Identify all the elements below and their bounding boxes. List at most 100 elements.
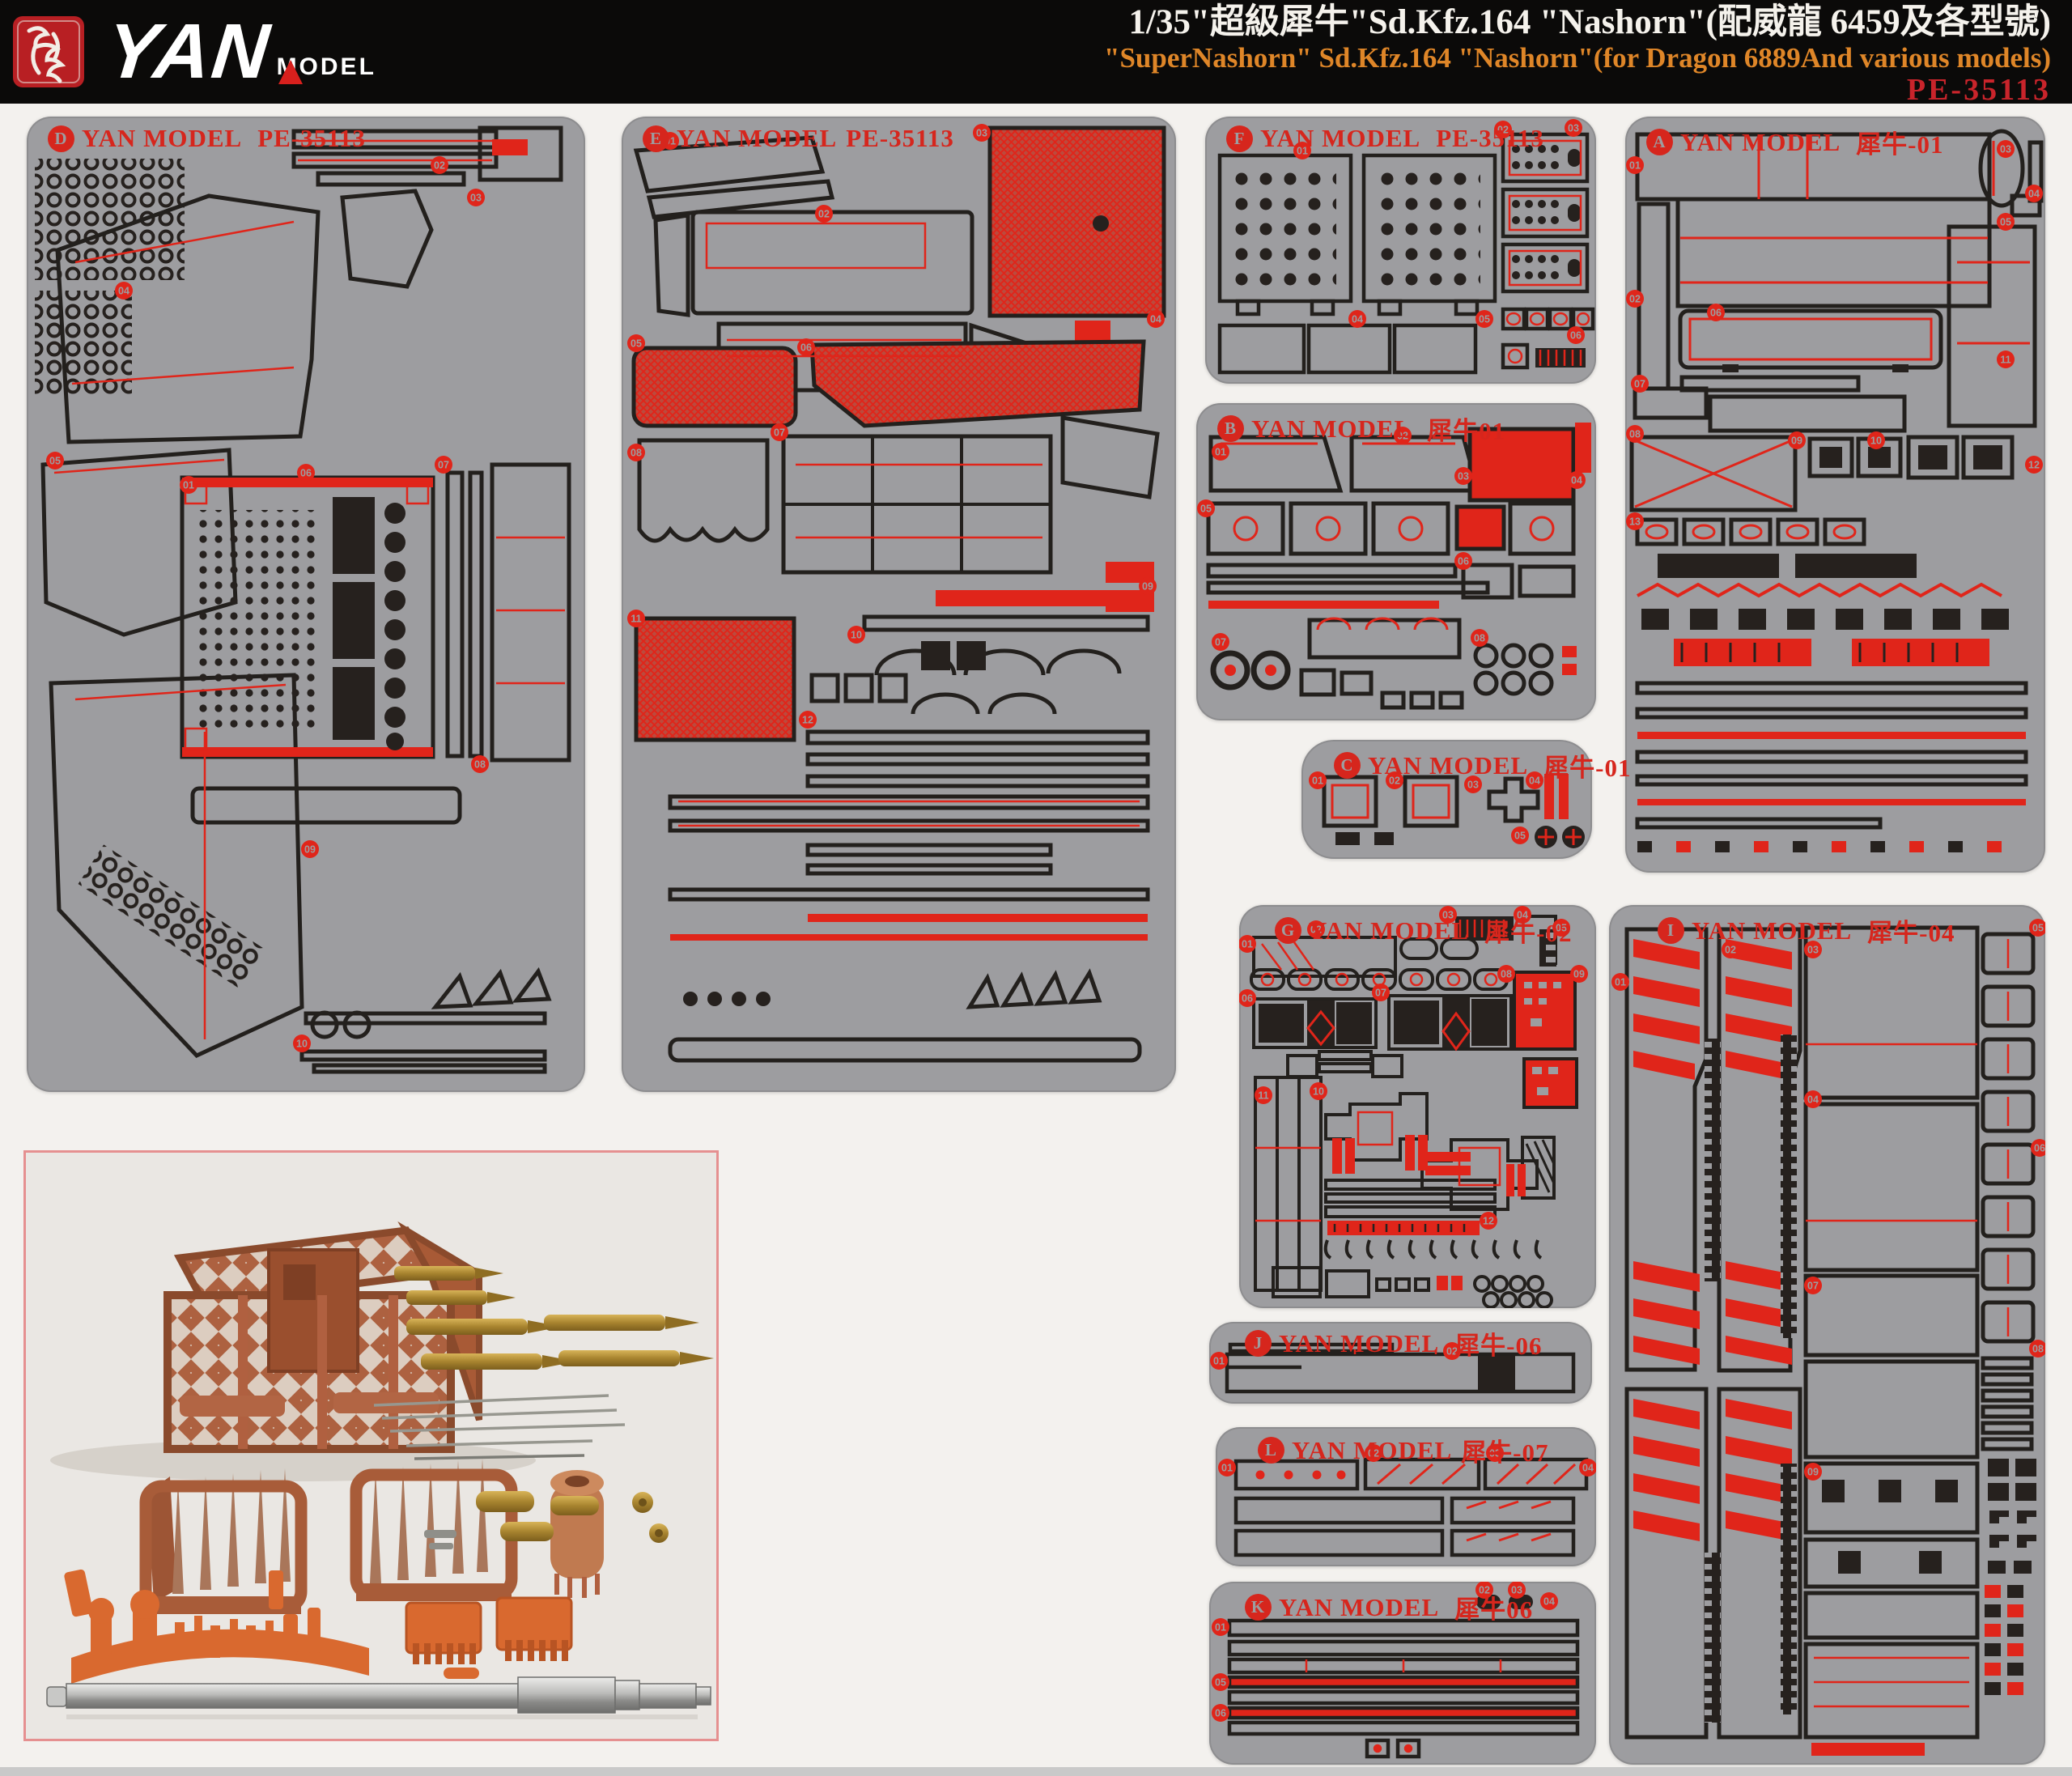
- svg-text:08: 08: [1629, 429, 1641, 440]
- svg-text:09: 09: [1807, 1467, 1819, 1478]
- svg-text:02: 02: [818, 209, 830, 220]
- resin-ammo-crate-left: [139, 1468, 308, 1614]
- svg-text:02: 02: [1446, 1346, 1458, 1357]
- svg-text:06: 06: [800, 342, 812, 354]
- fret-b-letter-badge: B: [1217, 415, 1244, 442]
- brass-tubes: [424, 1491, 669, 1549]
- fret-g-code: 犀牛-02: [1484, 919, 1573, 947]
- fret-i-letter-badge: I: [1658, 917, 1684, 944]
- fret-j-artwork: 01 02: [1210, 1342, 1576, 1394]
- fret-l-label: YAN MODEL: [1292, 1435, 1453, 1464]
- red-seal-icon: [13, 16, 84, 87]
- svg-text:02: 02: [1629, 294, 1641, 305]
- fret-f-code: PE-35113: [1436, 124, 1544, 152]
- svg-text:02: 02: [1479, 1585, 1490, 1596]
- fret-f-letter-badge: F: [1226, 125, 1253, 152]
- svg-text:03: 03: [1511, 1585, 1522, 1596]
- svg-text:03: 03: [1489, 1448, 1501, 1459]
- svg-text:05: 05: [2000, 217, 2011, 228]
- svg-text:06: 06: [1458, 556, 1469, 567]
- svg-text:04: 04: [2028, 189, 2040, 200]
- svg-text:03: 03: [470, 193, 482, 204]
- svg-text:10: 10: [1870, 436, 1882, 447]
- orange-sprue-parts: [64, 1569, 573, 1684]
- svg-text:03: 03: [976, 128, 987, 139]
- svg-text:04: 04: [1582, 1463, 1594, 1474]
- svg-text:02: 02: [1389, 775, 1400, 787]
- svg-text:08: 08: [474, 759, 486, 771]
- fret-l-letter-badge: L: [1258, 1437, 1284, 1464]
- brass-cartridges: [394, 1266, 714, 1370]
- svg-text:06: 06: [2034, 1143, 2045, 1154]
- svg-text:10: 10: [851, 630, 862, 641]
- svg-text:06: 06: [1710, 308, 1722, 319]
- svg-text:02: 02: [1397, 431, 1408, 442]
- svg-text:05: 05: [1215, 1677, 1226, 1689]
- brand-logo: YAN MODEL: [11, 8, 376, 95]
- svg-text:12: 12: [1483, 1216, 1494, 1227]
- svg-text:03: 03: [1458, 471, 1469, 482]
- fret-d-panel: D YAN MODEL PE-35113: [27, 117, 585, 1092]
- svg-text:02: 02: [1725, 945, 1736, 956]
- fret-d-code: PE-35113: [257, 124, 366, 152]
- svg-text:06: 06: [1242, 993, 1253, 1005]
- svg-text:10: 10: [1313, 1086, 1324, 1098]
- kit-title-english: "SuperNashorn" Sd.Kfz.164 "Nashorn"(for …: [1104, 42, 2051, 74]
- fret-k-letter-badge: K: [1245, 1594, 1272, 1621]
- fret-i-header: I YAN MODEL 犀牛-04: [1658, 912, 1955, 949]
- product-photo-artwork: [26, 1153, 716, 1739]
- svg-text:07: 07: [438, 460, 449, 471]
- svg-text:06: 06: [1215, 1708, 1226, 1719]
- fret-j-label: YAN MODEL: [1279, 1328, 1440, 1357]
- fret-a-label: YAN MODEL: [1680, 127, 1841, 156]
- svg-text:07: 07: [774, 427, 785, 439]
- svg-text:05: 05: [1479, 314, 1490, 325]
- svg-text:03: 03: [1807, 945, 1819, 956]
- svg-text:09: 09: [1791, 436, 1802, 447]
- fret-f-label: YAN MODEL: [1260, 124, 1421, 152]
- svg-text:08: 08: [631, 448, 642, 459]
- fret-f-panel: F YAN MODEL PE-35113: [1205, 117, 1596, 384]
- svg-text:04: 04: [1517, 910, 1528, 921]
- fret-l-code: 犀牛-07: [1461, 1438, 1549, 1467]
- svg-text:07: 07: [1215, 637, 1226, 648]
- svg-text:11: 11: [2000, 355, 2010, 366]
- brand-name: YAN: [102, 8, 275, 95]
- steel-rods: [373, 1394, 626, 1460]
- svg-text:07: 07: [1634, 379, 1645, 390]
- fret-d-letter-badge: D: [48, 125, 74, 152]
- svg-text:12: 12: [802, 715, 813, 726]
- svg-text:01: 01: [1213, 1356, 1225, 1367]
- fret-c-header: C YAN MODEL 犀牛-01: [1334, 747, 1632, 784]
- svg-text:03: 03: [1442, 910, 1454, 921]
- svg-text:07: 07: [1807, 1281, 1819, 1292]
- fret-e-header: E YAN MODEL PE-35113: [643, 124, 954, 153]
- fret-b-code: 犀牛01: [1427, 417, 1506, 445]
- fret-c-code: 犀牛-01: [1543, 754, 1632, 782]
- svg-text:04: 04: [118, 286, 130, 297]
- fret-l-header: L YAN MODEL 犀牛-07: [1258, 1432, 1549, 1468]
- svg-text:02: 02: [1497, 125, 1509, 136]
- fret-a-panel: A YAN MODEL 犀牛-01: [1625, 117, 2045, 873]
- svg-text:01: 01: [1215, 1622, 1226, 1634]
- svg-text:01: 01: [1629, 160, 1641, 172]
- svg-text:03: 03: [2000, 144, 2011, 155]
- fret-a-header: A YAN MODEL 犀牛-01: [1646, 124, 1944, 160]
- svg-text:09: 09: [1573, 969, 1585, 980]
- fret-e-label: YAN MODEL: [677, 124, 838, 152]
- fret-g-label: YAN MODEL: [1309, 916, 1470, 945]
- brand-wordmark: YAN MODEL: [102, 8, 376, 95]
- svg-text:07: 07: [1375, 988, 1386, 999]
- svg-text:02: 02: [434, 160, 445, 172]
- svg-text:03: 03: [1568, 123, 1579, 134]
- fret-j-code: 犀牛-06: [1454, 1332, 1543, 1360]
- svg-text:05: 05: [1556, 923, 1567, 934]
